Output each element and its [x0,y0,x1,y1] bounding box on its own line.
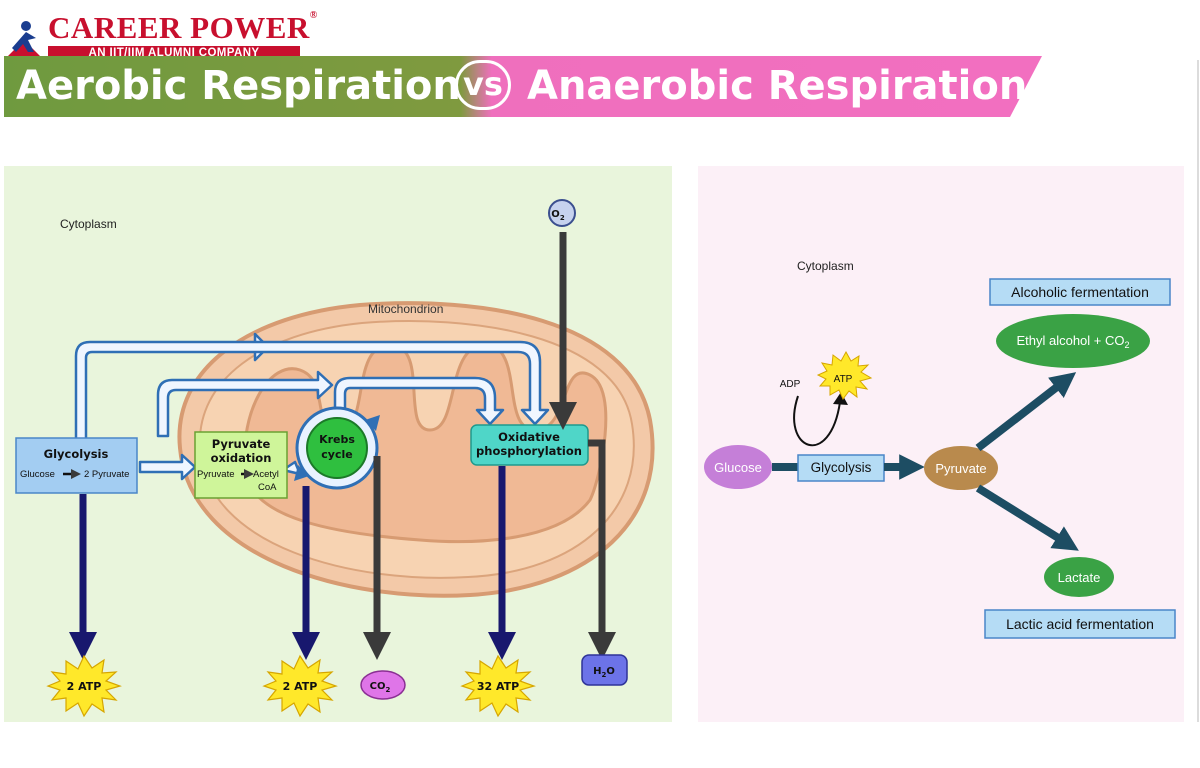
oxphos-label-line1: Oxidative [498,430,560,444]
adp-label: ADP [780,379,801,390]
lactic-acid-fermentation-label: Lactic acid fermentation [1006,616,1154,632]
alcoholic-fermentation-label: Alcoholic fermentation [1011,284,1149,300]
pyruvate-flow-arrows [74,332,550,481]
cytoplasm-label-aerobic: Cytoplasm [60,217,117,231]
oxphos-h2o-arrow [588,439,616,660]
h2o-box [581,654,628,686]
co2-bubble [360,670,406,700]
logo-trademark: ® [309,10,318,21]
adp-atp-curve [793,395,841,447]
oxygen-bubble [548,199,576,227]
oxygen-label: O2 [551,209,565,222]
pyruvate-oxidation-sub-line2: CoA [258,482,277,493]
glucose-label: Glucose [714,460,762,475]
title-banner [4,56,1042,117]
cytoplasm-label-anaerobic: Cytoplasm [797,259,854,273]
pyruvate-oxidation-sub-left: Pyruvate [197,469,235,480]
pyruvate-label: Pyruvate [935,461,986,476]
pyruvate-oxidation-box [194,431,288,499]
atp-label-oxphos: 32 ATP [477,680,519,693]
h2o-label: H2O [593,666,615,679]
atp-star-glycolysis [46,654,122,718]
glycolysis-label-anaerobic: Glycolysis [811,460,872,475]
lactate-label: Lactate [1058,570,1101,585]
ethyl-alcohol-label: Ethyl alcohol + CO2 [1016,333,1129,350]
pyruvate-oxidation-sub-right: Acetyl [253,469,279,480]
aerobic-diagram: Cytoplasm Mitochondrion Krebs cycle Glyc… [4,166,672,722]
pyruvate-to-ethyl-arrow [975,372,1077,452]
co2-label: CO2 [370,681,391,694]
glycolysis-glucose: Glucose [20,469,55,480]
adp-atp-arrowhead [833,392,848,405]
lactate-oval [1044,557,1114,597]
oxphos-label-line2: phosphorylation [476,444,582,458]
pyruvate-oval [924,446,998,490]
glucose-oval [704,445,772,489]
glycolysis-title-aerobic: Glycolysis [44,447,109,461]
glycolysis-box-aerobic [15,437,138,494]
pyruvate-oxidation-title1: Pyruvate [212,437,271,451]
logo-brand: CAREER POWER® [48,10,318,46]
pyruvate-to-lactate-arrow [975,484,1079,551]
title-vs-badge: vs [455,60,511,110]
lactic-acid-fermentation-box [984,609,1176,639]
atp-star-oxphos [460,654,536,718]
logo-brand-text: CAREER POWER [48,10,310,45]
alcoholic-fermentation-box [989,278,1171,306]
atp-label-glycolysis: 2 ATP [67,680,102,693]
ethyl-alcohol-oval [996,314,1150,368]
krebs-label-line2: cycle [321,448,352,461]
atp-star-krebs [262,654,338,718]
atp-label-krebs: 2 ATP [283,680,318,693]
krebs-cycle-ring [294,406,380,490]
anaerobic-diagram: Cytoplasm ADP ATP Glucose Glycolysis Pyr… [698,60,1199,722]
krebs-label-line1: Krebs [319,433,355,446]
logo-runner-icon [6,21,42,58]
title-aerobic: Aerobic Respiration [16,63,461,109]
title-anaerobic: Anaerobic Respiration [527,63,1028,109]
mitochondrion-label: Mitochondrion [368,302,443,316]
glycolysis-pyruvate: 2 Pyruvate [84,469,129,480]
atp-label-anaerobic: ATP [834,374,853,385]
atp-star-anaerobic [816,350,873,400]
pyruvate-oxidation-title2: oxidation [211,451,272,465]
